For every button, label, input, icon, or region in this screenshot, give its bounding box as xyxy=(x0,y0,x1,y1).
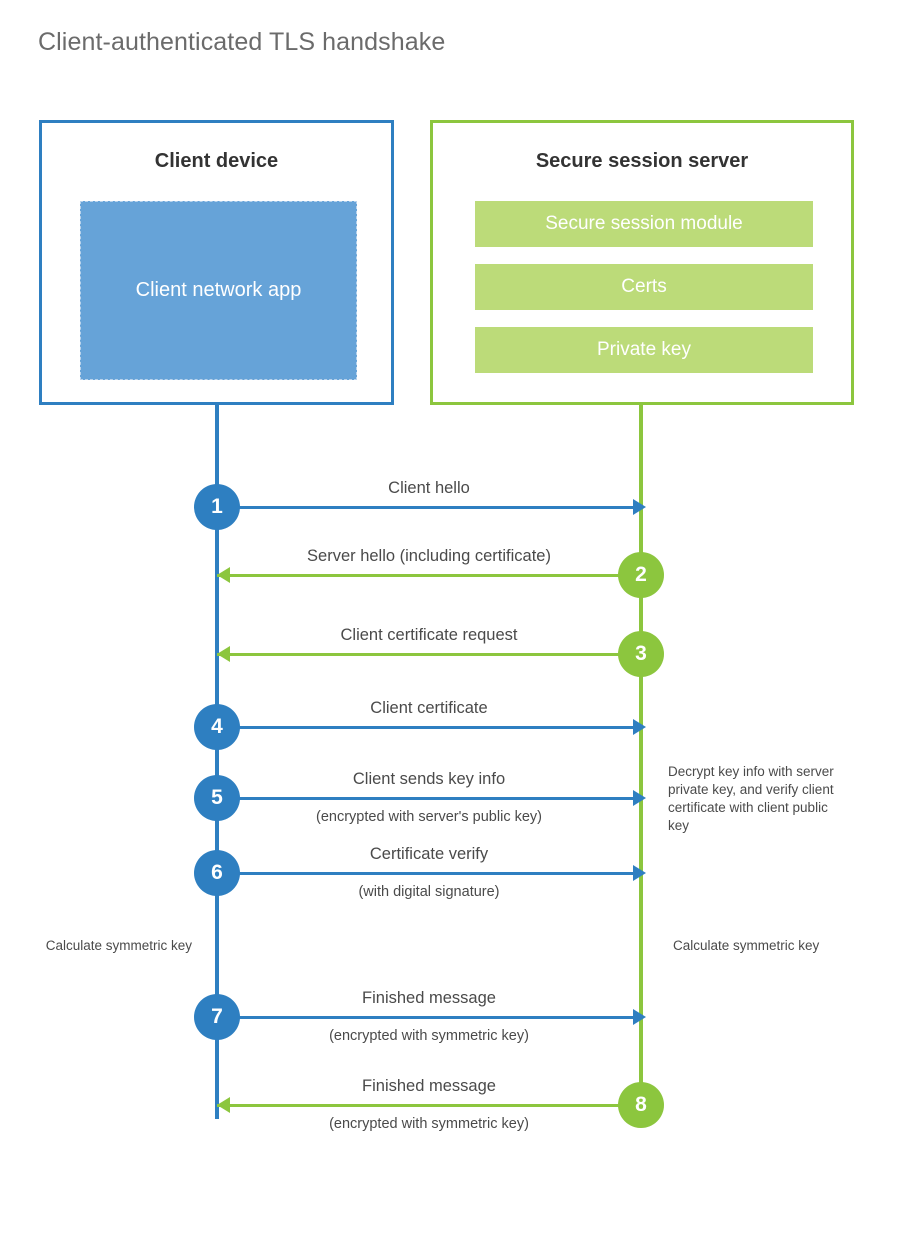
step-badge-8[interactable]: 8 xyxy=(618,1082,664,1128)
message-label-3: Client certificate request xyxy=(340,626,518,644)
client-network-app-block: Client network app xyxy=(80,201,357,380)
server-module-certs: Certs xyxy=(475,264,813,310)
server-lifeline xyxy=(639,405,643,1105)
step-badge-5[interactable]: 5 xyxy=(194,775,240,821)
message-arrow-1 xyxy=(217,506,641,509)
arrow-head-4 xyxy=(633,719,646,735)
secure-session-server-title: Secure session server xyxy=(535,150,749,172)
message-label-8: Finished message xyxy=(362,1077,496,1095)
note-decrypt-key-info: Decrypt key info with server private key… xyxy=(668,764,834,833)
message-arrow-3 xyxy=(217,653,641,656)
arrow-head-6 xyxy=(633,865,646,881)
client-lifeline xyxy=(215,405,219,1119)
message-arrow-4 xyxy=(217,726,641,729)
message-sublabel-5: (encrypted with server's public key) xyxy=(316,809,542,825)
note-calculate-symmetric-key-server: Calculate symmetric key xyxy=(673,938,820,953)
server-module-secure-session-module: Secure session module xyxy=(475,201,813,247)
message-sublabel-6: (with digital signature) xyxy=(358,884,500,900)
message-arrow-7 xyxy=(217,1016,641,1019)
client-network-app-label: Client network app xyxy=(135,279,302,301)
note-calculate-symmetric-key-client: Calculate symmetric key xyxy=(45,938,192,953)
message-label-6: Certificate verify xyxy=(369,845,489,863)
arrow-head-5 xyxy=(633,790,646,806)
step-badge-1[interactable]: 1 xyxy=(194,484,240,530)
step-badge-6[interactable]: 6 xyxy=(194,850,240,896)
arrow-head-8 xyxy=(217,1097,230,1113)
message-arrow-2 xyxy=(217,574,641,577)
step-badge-4[interactable]: 4 xyxy=(194,704,240,750)
message-sublabel-7: (encrypted with symmetric key) xyxy=(329,1028,529,1044)
arrow-head-2 xyxy=(217,567,230,583)
arrow-head-3 xyxy=(217,646,230,662)
message-label-4: Client certificate xyxy=(370,699,488,717)
message-arrow-6 xyxy=(217,872,641,875)
server-module-private-key: Private key xyxy=(475,327,813,373)
message-arrow-8 xyxy=(217,1104,641,1107)
client-device-title: Client device xyxy=(154,150,279,172)
message-label-7: Finished message xyxy=(362,989,496,1007)
message-label-2: Server hello (including certificate) xyxy=(307,547,551,565)
step-badge-2[interactable]: 2 xyxy=(618,552,664,598)
arrow-head-1 xyxy=(633,499,646,515)
arrow-head-7 xyxy=(633,1009,646,1025)
message-arrow-5 xyxy=(217,797,641,800)
step-badge-7[interactable]: 7 xyxy=(194,994,240,1040)
secure-session-server-box: Secure session server Secure session mod… xyxy=(430,120,854,405)
step-badge-3[interactable]: 3 xyxy=(618,631,664,677)
message-label-1: Client hello xyxy=(388,479,470,497)
client-device-box: Client device Client network app xyxy=(39,120,394,405)
message-sublabel-8: (encrypted with symmetric key) xyxy=(329,1116,529,1132)
message-label-5: Client sends key info xyxy=(352,770,506,788)
page-title: Client-authenticated TLS handshake xyxy=(38,28,446,56)
